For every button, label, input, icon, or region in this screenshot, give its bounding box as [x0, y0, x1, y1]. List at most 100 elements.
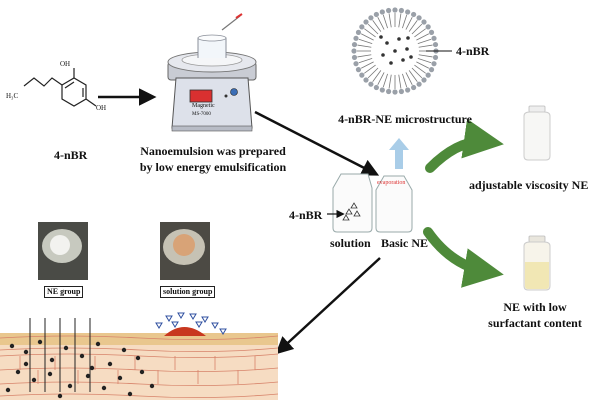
- surfactant-tail: [411, 67, 423, 79]
- ne-microstructure: [351, 7, 439, 95]
- free-drug-triangle: [211, 322, 219, 329]
- free-drug-triangle: [171, 321, 179, 328]
- ne-droplet-dot: [95, 341, 101, 347]
- surfactant-head: [368, 81, 374, 87]
- drug-molecule-dot: [385, 41, 389, 45]
- photo-solution-group: [160, 222, 210, 280]
- surfactant-tail: [411, 23, 423, 35]
- surfactant-tail: [418, 44, 433, 48]
- surfactant-tail: [360, 61, 374, 69]
- surfactant-head: [432, 41, 439, 48]
- surfactant-head: [353, 61, 359, 67]
- surfactant-tail: [382, 14, 388, 29]
- ne-droplet-dot: [31, 377, 37, 383]
- ne-droplet-dot: [15, 369, 21, 375]
- surfactant-tail: [372, 20, 382, 32]
- left-nbr-tag: 4-nBR: [289, 208, 323, 222]
- surfactant-head: [411, 11, 417, 18]
- surfactant-head: [428, 29, 435, 35]
- surfactant-tail: [405, 16, 413, 30]
- surfactant-head: [425, 72, 431, 78]
- surfactant-tail: [377, 16, 385, 30]
- surfactant-head: [398, 88, 405, 95]
- molecule-structure: [23, 68, 97, 107]
- ne-droplet-dot: [67, 383, 73, 389]
- device-brand: Magnetic: [192, 103, 215, 109]
- free-drug-triangle: [201, 316, 209, 323]
- ne-droplet-dot: [23, 361, 29, 367]
- drug-molecule-dot: [406, 36, 410, 40]
- ne-droplet-dot: [49, 357, 55, 363]
- green-arrow-up: [425, 118, 504, 173]
- surfactant-head: [379, 9, 385, 15]
- drug-molecule-dot: [409, 55, 413, 59]
- surfactant-tail: [417, 58, 432, 64]
- surfactant-tail: [367, 67, 379, 79]
- skin-lesion: [164, 327, 206, 336]
- surfactant-tail: [414, 64, 426, 74]
- surfactant-tail: [382, 73, 388, 88]
- viscosity-label: adjustable viscosity NE: [469, 178, 589, 192]
- surfactant-tail: [402, 73, 408, 88]
- surfactant-head: [431, 35, 437, 41]
- ne-droplet-dot: [149, 383, 155, 389]
- surfactant-head: [363, 77, 369, 83]
- bottle-low-surfactant-ne: [523, 235, 551, 291]
- ne-droplet-dot: [79, 353, 85, 359]
- surfactant-head: [425, 24, 431, 30]
- surfactant-tail: [405, 72, 413, 86]
- surfactant-tail: [388, 13, 392, 28]
- surfactant-head: [416, 15, 422, 21]
- surfactant-tail: [358, 58, 373, 64]
- stirrer-device: [167, 13, 257, 132]
- low-surfactant-line1: NE with low: [503, 300, 567, 314]
- free-drug-triangle: [219, 328, 227, 335]
- surfactant-head: [368, 15, 374, 21]
- molecule-oh-bottom: OH: [96, 104, 107, 112]
- triangle-molecules: [155, 312, 227, 335]
- surfactant-head: [405, 87, 411, 93]
- nano-caption-line2: by low energy emulsification: [139, 160, 287, 174]
- surfactant-head: [421, 19, 427, 25]
- surfactant-head: [363, 19, 369, 25]
- surfactant-head: [351, 54, 358, 61]
- free-drug-triangle: [195, 321, 203, 328]
- ne-group-tag: NE group: [44, 286, 84, 298]
- micro-tag: 4-nBR: [456, 44, 490, 58]
- drug-molecule-dot: [389, 61, 393, 65]
- ne-droplet-dot: [37, 339, 43, 345]
- surfactant-tail: [416, 61, 430, 69]
- surfactant-tail: [364, 28, 376, 38]
- device-display: [189, 89, 213, 103]
- ne-droplet-dot: [9, 343, 15, 349]
- drug-molecule-dot: [397, 37, 401, 41]
- surfactant-head: [431, 61, 437, 67]
- ne-droplet-dot: [89, 365, 95, 371]
- free-drug-triangle: [189, 313, 197, 320]
- surfactant-tail: [357, 44, 372, 48]
- bottle-viscosity-ne: [523, 105, 551, 161]
- surfactant-head: [432, 54, 439, 61]
- surfactant-head: [428, 67, 435, 73]
- drug-molecule-dot: [379, 35, 383, 39]
- surfactant-head: [359, 24, 365, 30]
- ne-droplet-dot: [107, 361, 113, 367]
- ne-droplet-dot: [57, 393, 63, 399]
- drug-molecule-dot: [393, 49, 397, 53]
- basic-ne-label: Basic NE: [381, 236, 429, 250]
- surfactant-tail: [398, 74, 402, 89]
- low-surfactant-line2: surfactant content: [488, 316, 582, 330]
- ne-droplet-dot: [5, 387, 11, 393]
- ne-droplet-dot: [47, 371, 53, 377]
- ne-droplet-dot: [85, 373, 91, 379]
- surfactant-head: [351, 41, 358, 48]
- free-drug-triangle: [177, 312, 185, 319]
- penetration-lines: [29, 318, 91, 392]
- solution-group-tag: solution group: [160, 286, 216, 298]
- drug-molecule-dot: [401, 58, 405, 62]
- micro-title: 4-nBR-NE microstructure: [338, 112, 472, 126]
- surfactant-head: [359, 72, 365, 78]
- surfactant-head: [385, 88, 392, 95]
- ne-droplet-dot: [139, 369, 145, 375]
- molecule-label: 4-nBR: [54, 148, 88, 162]
